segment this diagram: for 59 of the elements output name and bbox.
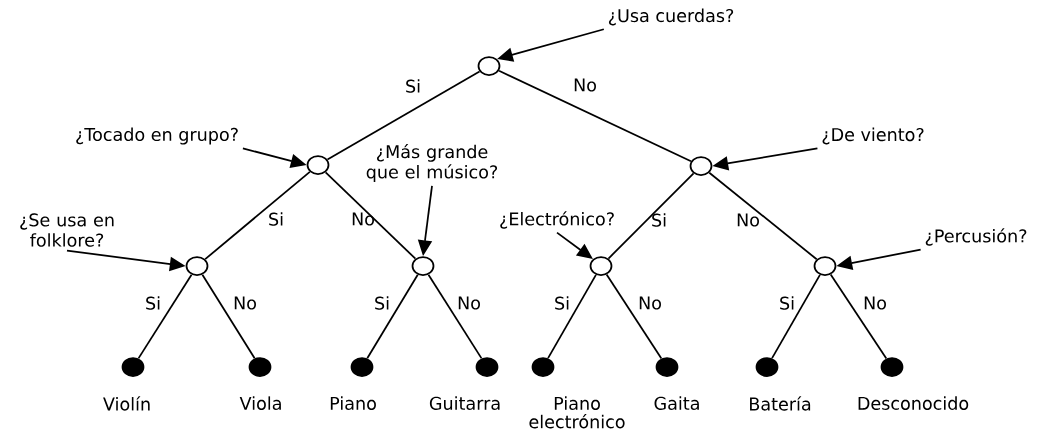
branch-line bbox=[708, 171, 818, 261]
leaf-dot bbox=[880, 357, 904, 377]
leaf-dot bbox=[248, 357, 272, 377]
question-text: ¿De viento? bbox=[822, 127, 924, 145]
branch-line bbox=[366, 273, 419, 360]
leaf-label: Desconocido bbox=[858, 396, 969, 410]
decision-circle bbox=[589, 256, 613, 276]
branch-line bbox=[829, 273, 888, 360]
branch-line bbox=[326, 70, 481, 161]
leaf-dot bbox=[121, 357, 145, 377]
decision-circle bbox=[185, 256, 209, 276]
decision-circle bbox=[813, 256, 837, 276]
leaf-dot bbox=[531, 357, 555, 377]
branch-line bbox=[204, 170, 311, 261]
branch-label: Si bbox=[375, 296, 389, 310]
question-text: ¿Electrónico? bbox=[500, 211, 614, 229]
branch-line bbox=[324, 171, 417, 260]
leaf-label: Gaita bbox=[654, 396, 699, 410]
leaf-label: Violín bbox=[103, 396, 150, 411]
decision-circle bbox=[689, 156, 713, 176]
leaf-label: Viola bbox=[239, 396, 281, 410]
question-text: ¿Más grande que el músico? bbox=[366, 144, 498, 182]
branch-label: No bbox=[458, 296, 480, 310]
branch-line bbox=[137, 273, 193, 360]
branch-line bbox=[498, 69, 692, 163]
leaf-dot bbox=[350, 357, 374, 377]
leaf-label: Guitarra bbox=[429, 396, 500, 410]
branch-label: Si bbox=[146, 296, 160, 310]
branch-label: No bbox=[234, 296, 256, 310]
leaf-label: Piano bbox=[330, 396, 376, 410]
question-text: ¿Se usa en folklore? bbox=[20, 213, 114, 247]
branch-label: Si bbox=[269, 212, 283, 226]
branch-line bbox=[547, 273, 597, 360]
branch-line bbox=[607, 172, 695, 260]
decision-circle bbox=[477, 56, 501, 76]
question-text: ¿Percusión? bbox=[925, 228, 1027, 246]
leaf-dot bbox=[755, 357, 779, 377]
branch-line bbox=[201, 273, 256, 360]
branch-label: Si bbox=[406, 79, 420, 93]
decision-circle bbox=[306, 155, 330, 175]
branch-label: No bbox=[864, 296, 886, 310]
branch-label: Si bbox=[780, 296, 794, 310]
leaf-label: Batería bbox=[750, 396, 811, 411]
branch-line bbox=[771, 273, 821, 360]
branch-label: No bbox=[352, 212, 374, 226]
decision-circle bbox=[411, 256, 435, 276]
branch-line bbox=[605, 273, 663, 360]
branch-line bbox=[427, 273, 483, 360]
question-text: ¿Tocado en grupo? bbox=[76, 127, 238, 145]
leaf-dot bbox=[655, 357, 679, 377]
branch-label: No bbox=[574, 78, 596, 92]
question-text: ¿Usa cuerdas? bbox=[608, 8, 734, 26]
branch-label: Si bbox=[555, 296, 569, 310]
branch-label: No bbox=[737, 213, 759, 227]
branch-label: No bbox=[639, 296, 661, 310]
leaf-dot bbox=[475, 357, 499, 377]
branch-label: Si bbox=[652, 213, 666, 227]
leaf-label: Piano electrónico bbox=[529, 396, 625, 429]
leader-arrow bbox=[556, 231, 593, 259]
